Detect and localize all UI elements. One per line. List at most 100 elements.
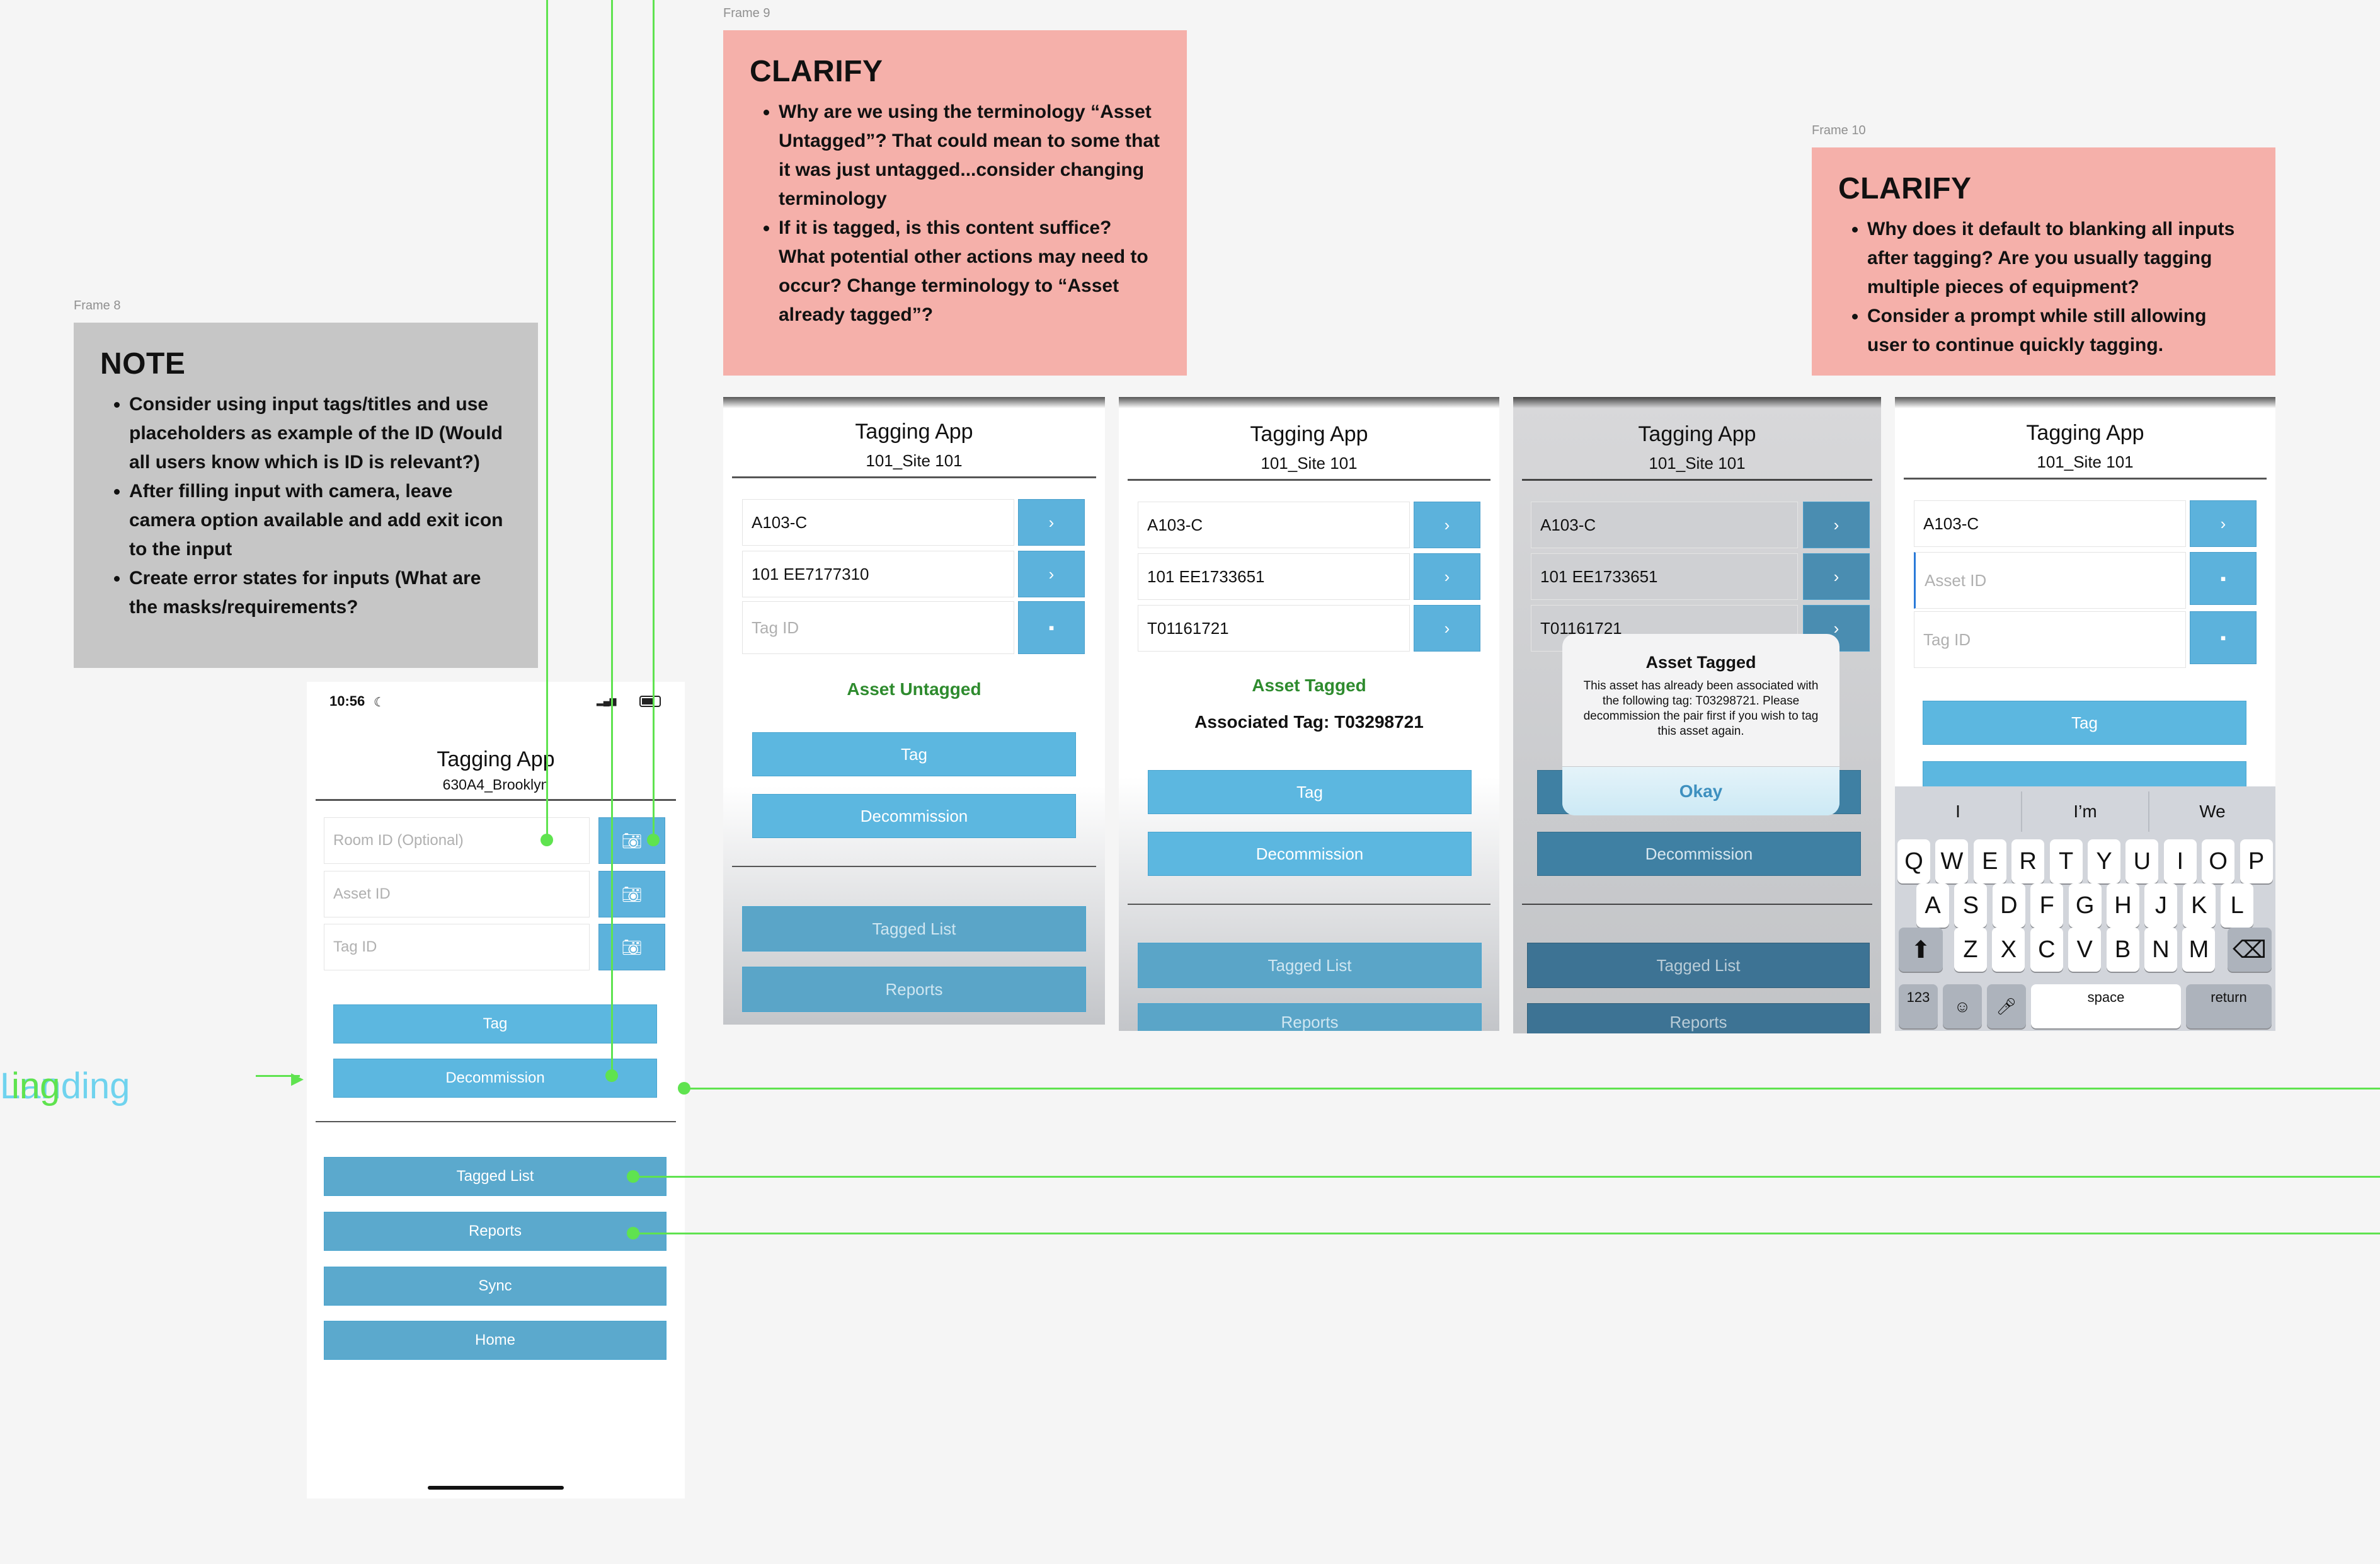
key-q[interactable]: Q xyxy=(1897,839,1930,883)
camera-icon: ▪ xyxy=(1048,618,1055,637)
divider xyxy=(1128,479,1490,481)
okay-button[interactable]: Okay xyxy=(1562,766,1839,815)
tagged-list-button[interactable]: Tagged List xyxy=(1138,943,1482,988)
chevron-right-icon: › xyxy=(1048,512,1055,532)
reports-button[interactable]: Reports xyxy=(1138,1003,1482,1031)
decommission-button[interactable]: Decommission xyxy=(752,794,1076,838)
decommission-button[interactable]: Decommission xyxy=(1148,832,1472,876)
home-button[interactable]: Home xyxy=(324,1321,667,1360)
tag-id-input[interactable]: Tag ID xyxy=(324,924,590,970)
chevron-right-icon: › xyxy=(1048,564,1055,584)
key-f[interactable]: F xyxy=(2030,883,2064,928)
room-id-input[interactable]: A103-C xyxy=(1914,500,2186,547)
tagged-list-button[interactable]: Tagged List xyxy=(742,906,1086,952)
backspace-key[interactable]: ⌫ xyxy=(2228,928,2272,972)
suggestion[interactable]: I xyxy=(1955,802,1960,821)
divider xyxy=(732,476,1096,478)
key-z[interactable]: Z xyxy=(1954,928,1987,972)
tag-button[interactable]: Tag xyxy=(752,732,1076,776)
room-id-input[interactable]: A103-C xyxy=(1138,502,1410,548)
tag-id-input[interactable]: Tag ID xyxy=(1914,611,2186,668)
clarify-bullet: If it is tagged, is this content suffice… xyxy=(779,214,1160,330)
next-button[interactable]: › xyxy=(1414,553,1480,600)
tagged-list-button[interactable]: Tagged List xyxy=(1527,943,1870,988)
reports-button[interactable]: Reports xyxy=(324,1212,667,1251)
key-g[interactable]: G xyxy=(2068,883,2102,928)
next-button[interactable]: › xyxy=(1414,605,1480,652)
next-button[interactable]: › xyxy=(1803,502,1870,548)
key-t[interactable]: T xyxy=(2049,839,2083,883)
key-i[interactable]: I xyxy=(2163,839,2197,883)
key-y[interactable]: Y xyxy=(2088,839,2120,883)
key-m[interactable]: M xyxy=(2182,928,2216,972)
key-a[interactable]: A xyxy=(1916,883,1949,928)
asset-id-input[interactable]: Asset ID xyxy=(324,871,590,917)
room-id-input[interactable]: A103-C xyxy=(742,499,1014,546)
next-button[interactable]: › xyxy=(1018,499,1085,546)
next-button[interactable]: › xyxy=(2190,500,2257,547)
next-button[interactable]: › xyxy=(1414,502,1480,548)
divider xyxy=(1522,479,1872,481)
key-n[interactable]: N xyxy=(2144,928,2177,972)
return-key[interactable]: return xyxy=(2186,984,2272,1028)
key-x[interactable]: X xyxy=(1992,928,2025,972)
asset-camera-button[interactable]: 📷︎ xyxy=(598,871,665,917)
key-k[interactable]: K xyxy=(2182,883,2216,928)
camera-button[interactable]: ▪ xyxy=(1018,601,1085,654)
top-shadow xyxy=(723,397,1105,408)
tagged-list-button[interactable]: Tagged List xyxy=(324,1157,667,1196)
tag-button[interactable]: Tag xyxy=(333,1004,657,1044)
key-s[interactable]: S xyxy=(1954,883,1988,928)
reports-button[interactable]: Reports xyxy=(742,967,1086,1012)
key-h[interactable]: H xyxy=(2107,883,2139,928)
key-o[interactable]: O xyxy=(2202,839,2235,883)
top-shadow xyxy=(1513,397,1881,408)
key-d[interactable]: D xyxy=(1992,883,2025,928)
connector-line xyxy=(632,1233,2380,1234)
camera-button[interactable]: ▪ xyxy=(2190,552,2257,605)
app-title: Tagging App xyxy=(855,420,973,444)
divider xyxy=(316,799,676,801)
key-l[interactable]: L xyxy=(2221,883,2254,928)
asset-id-input[interactable]: Asset ID xyxy=(1914,552,2186,609)
tag-id-input[interactable]: T01161721 xyxy=(1138,605,1410,652)
app-title: Tagging App xyxy=(437,747,555,771)
decommission-button[interactable]: Decommission xyxy=(333,1059,657,1098)
numbers-key[interactable]: 123 xyxy=(1899,984,1938,1028)
reports-button[interactable]: Reports xyxy=(1527,1003,1870,1033)
emoji-key[interactable]: ☺ xyxy=(1943,984,1982,1028)
tag-button[interactable]: Tag xyxy=(1923,701,2246,745)
key-e[interactable]: E xyxy=(1973,839,2006,883)
suggestion[interactable]: I’m xyxy=(2021,791,2149,832)
key-b[interactable]: B xyxy=(2106,928,2139,972)
tag-button[interactable]: Tag xyxy=(1148,770,1472,814)
key-c[interactable]: C xyxy=(2030,928,2063,972)
key-r[interactable]: R xyxy=(2011,839,2045,883)
key-p[interactable]: P xyxy=(2240,839,2273,883)
note-title: NOTE xyxy=(100,347,186,381)
next-button[interactable]: › xyxy=(1803,553,1870,600)
tag-camera-button[interactable]: 📷︎ xyxy=(598,924,665,970)
next-button[interactable]: › xyxy=(1018,551,1085,597)
tag-id-input[interactable]: Tag ID xyxy=(742,601,1014,654)
chevron-right-icon: › xyxy=(1444,515,1450,534)
sync-button[interactable]: Sync xyxy=(324,1267,667,1306)
key-u[interactable]: U xyxy=(2125,839,2159,883)
decommission-button[interactable]: Decommission xyxy=(1537,832,1861,876)
status-text: Asset Tagged xyxy=(1252,676,1366,695)
space-key[interactable]: space xyxy=(2031,984,2181,1028)
room-id-input[interactable]: A103-C xyxy=(1531,502,1798,548)
shift-key[interactable]: ⬆ xyxy=(1899,928,1943,972)
key-j[interactable]: J xyxy=(2144,883,2178,928)
clarify-bullet: Why are we using the terminology “Asset … xyxy=(779,98,1160,214)
suggestion[interactable]: We xyxy=(2199,802,2226,821)
key-v[interactable]: V xyxy=(2068,928,2102,972)
battery-icon xyxy=(639,696,661,707)
asset-id-input[interactable]: 101 EE1733651 xyxy=(1138,553,1410,600)
camera-button[interactable]: ▪ xyxy=(2190,611,2257,664)
dictation-key[interactable]: 🎤︎ xyxy=(1987,984,2026,1028)
connector-dot xyxy=(605,1069,618,1082)
asset-id-input[interactable]: 101 EE7177310 xyxy=(742,551,1014,597)
key-w[interactable]: W xyxy=(1935,839,1969,883)
asset-id-input[interactable]: 101 EE1733651 xyxy=(1531,553,1798,600)
